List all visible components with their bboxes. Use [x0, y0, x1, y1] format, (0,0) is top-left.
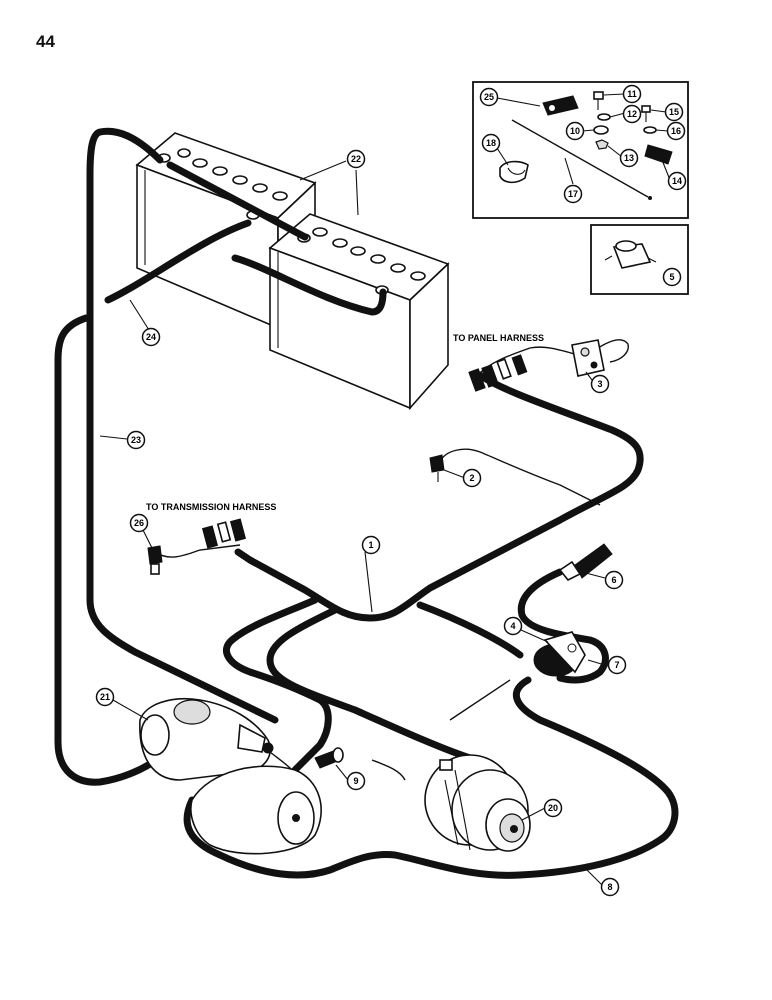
temperature-sender: [429, 454, 445, 482]
callout-15: 15: [664, 102, 684, 122]
svg-text:21: 21: [100, 692, 110, 702]
alternator: [424, 754, 531, 852]
callout-9: 9: [346, 771, 366, 791]
svg-text:4: 4: [510, 621, 515, 631]
svg-text:23: 23: [131, 435, 141, 445]
svg-text:5: 5: [669, 272, 674, 282]
callout-17: 17: [563, 184, 583, 204]
callout-6: 6: [604, 570, 624, 590]
callout-16: 16: [666, 121, 686, 141]
svg-text:24: 24: [146, 332, 156, 342]
callout-12: 12: [622, 104, 642, 124]
svg-text:8: 8: [607, 882, 612, 892]
svg-text:1: 1: [368, 540, 373, 550]
svg-text:13: 13: [624, 153, 634, 163]
callout-10: 10: [565, 121, 585, 141]
main-harness: [183, 371, 679, 879]
svg-text:9: 9: [353, 776, 358, 786]
callout-3: 3: [590, 374, 610, 394]
terminal-bolt: [314, 747, 344, 769]
relay-component: [571, 339, 605, 377]
callout-23: 23: [126, 430, 146, 450]
svg-text:18: 18: [486, 138, 496, 148]
svg-text:17: 17: [568, 189, 578, 199]
svg-text:2: 2: [469, 473, 474, 483]
callout-5: 5: [662, 267, 682, 287]
svg-text:22: 22: [351, 154, 361, 164]
leader-lines: [99, 93, 671, 886]
callout-13: 13: [619, 148, 639, 168]
callout-22: 22: [346, 149, 366, 169]
callout-1: 1: [361, 535, 381, 555]
sender-component: [558, 543, 613, 582]
callout-21: 21: [95, 687, 115, 707]
svg-text:20: 20: [548, 803, 558, 813]
hardware-inset: [472, 81, 689, 219]
callout-2: 2: [462, 468, 482, 488]
panel-harness-label: TO PANEL HARNESS: [453, 333, 544, 343]
svg-text:26: 26: [134, 518, 144, 528]
starter-solenoid: [533, 631, 586, 677]
battery-cables: [54, 127, 387, 786]
starter-motor: [139, 697, 322, 855]
callout-11: 11: [622, 84, 642, 104]
callout-4: 4: [503, 616, 523, 636]
pressure-switch: [147, 545, 163, 575]
svg-text:6: 6: [611, 575, 616, 585]
transmission-harness-label: TO TRANSMISSION HARNESS: [146, 502, 276, 512]
svg-text:16: 16: [671, 126, 681, 136]
callout-18: 18: [481, 133, 501, 153]
svg-text:7: 7: [614, 660, 619, 670]
callout-20: 20: [543, 798, 563, 818]
page-number: 44: [36, 32, 55, 51]
callout-7: 7: [607, 655, 627, 675]
callout-25: 25: [479, 87, 499, 107]
svg-text:10: 10: [570, 126, 580, 136]
connectors: [201, 354, 528, 549]
svg-text:3: 3: [597, 379, 602, 389]
svg-text:15: 15: [669, 107, 679, 117]
svg-text:25: 25: [484, 92, 494, 102]
callout-14: 14: [667, 171, 687, 191]
callout-24: 24: [141, 327, 161, 347]
callout-8: 8: [600, 877, 620, 897]
svg-text:14: 14: [672, 176, 682, 186]
callout-26: 26: [129, 513, 149, 533]
svg-text:12: 12: [627, 109, 637, 119]
svg-text:11: 11: [627, 89, 637, 99]
